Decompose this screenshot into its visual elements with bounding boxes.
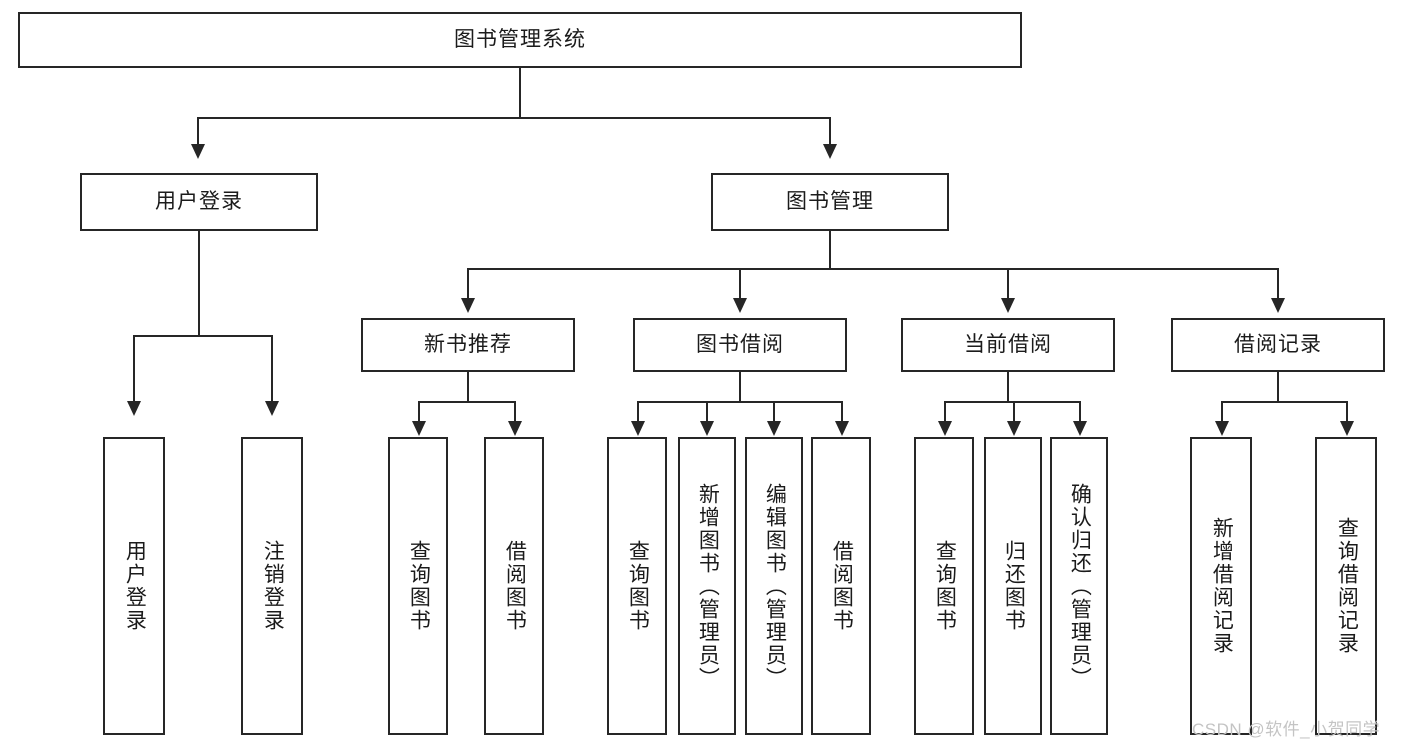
leaf-current-borrow-confirm-return-admin[interactable]: 确认归还（管理员） [1050,437,1108,735]
leaf-label: 借阅图书 [503,540,527,632]
connector-user-login-to-leaf-0 [133,335,135,403]
leaf-book-borrow-edit-book-admin[interactable]: 编辑图书（管理员） [745,437,803,735]
connector-current-borrow-bar [944,401,1079,403]
leaf-book-borrow-borrow-book[interactable]: 借阅图书 [811,437,871,735]
arrowhead-bm-to-book-borrow [733,298,747,313]
arrowhead-user-login-to-leaf-0 [127,401,141,416]
arrowhead-bm-to-new-book [461,298,475,313]
leaf-new-book-borrow-book[interactable]: 借阅图书 [484,437,544,735]
node-user-login[interactable]: 用户登录 [80,173,318,231]
leaf-label: 查询图书 [407,540,431,632]
leaf-label: 归还图书 [1002,540,1026,632]
leaf-label: 注销登录 [261,540,285,632]
leaf-new-book-query-book[interactable]: 查询图书 [388,437,448,735]
connector-bm-to-book-borrow [739,268,741,300]
leaf-label: 查询图书 [626,540,650,632]
connector-bb-to-leaf-1 [706,401,708,423]
leaf-label: 查询借阅记录 [1335,517,1359,655]
connector-book-management-bar [467,268,1279,270]
leaf-borrow-record-add-record[interactable]: 新增借阅记录 [1190,437,1252,735]
connector-br-to-leaf-0 [1221,401,1223,423]
leaf-user-login-logout[interactable]: 注销登录 [241,437,303,735]
arrowhead-user-login-to-leaf-1 [265,401,279,416]
node-label: 新书推荐 [424,333,512,357]
connector-bb-to-leaf-3 [841,401,843,423]
arrowhead-bm-to-borrow-record [1271,298,1285,313]
arrowhead-cb-to-leaf-1 [1007,421,1021,436]
node-label: 图书借阅 [696,333,784,357]
leaf-current-borrow-query-book[interactable]: 查询图书 [914,437,974,735]
arrowhead-bm-to-current-borrow [1001,298,1015,313]
connector-root-to-book-management [829,117,831,146]
arrowhead-root-to-book-management [823,144,837,159]
connector-br-to-leaf-1 [1346,401,1348,423]
leaf-label: 借阅图书 [830,540,854,632]
connector-new-book-bar [418,401,516,403]
arrowhead-bb-to-leaf-3 [835,421,849,436]
connector-cb-to-leaf-1 [1013,401,1015,423]
node-new-book-recommend[interactable]: 新书推荐 [361,318,575,372]
leaf-label: 新增图书（管理员） [696,482,720,690]
connector-nb-to-leaf-1 [514,401,516,423]
connector-bb-to-leaf-2 [773,401,775,423]
node-label: 借阅记录 [1234,333,1322,357]
arrowhead-bb-to-leaf-1 [700,421,714,436]
connector-bm-to-current-borrow [1007,268,1009,300]
arrowhead-nb-to-leaf-0 [412,421,426,436]
leaf-book-borrow-query-book[interactable]: 查询图书 [607,437,667,735]
leaf-label: 编辑图书（管理员） [763,482,787,690]
leaf-label: 确认归还（管理员） [1068,482,1092,690]
arrowhead-root-to-user-login [191,144,205,159]
leaf-book-borrow-add-book-admin[interactable]: 新增图书（管理员） [678,437,736,735]
connector-root-to-user-login [197,117,199,146]
leaf-current-borrow-return-book[interactable]: 归还图书 [984,437,1042,735]
connector-book-management-stem [829,231,831,269]
connector-new-book-stem [467,372,469,402]
connector-root-stem [519,68,521,118]
arrowhead-cb-to-leaf-2 [1073,421,1087,436]
node-book-borrow[interactable]: 图书借阅 [633,318,847,372]
leaf-label: 新增借阅记录 [1210,517,1234,655]
connector-nb-to-leaf-0 [418,401,420,423]
connector-borrow-record-bar [1221,401,1347,403]
connector-book-borrow-bar [637,401,842,403]
node-label: 当前借阅 [964,333,1052,357]
leaf-label: 查询图书 [933,540,957,632]
connector-book-borrow-stem [739,372,741,402]
node-label: 图书管理 [786,190,874,214]
leaf-user-login-login[interactable]: 用户登录 [103,437,165,735]
leaf-borrow-record-query-record[interactable]: 查询借阅记录 [1315,437,1377,735]
arrowhead-cb-to-leaf-0 [938,421,952,436]
connector-bm-to-new-book [467,268,469,300]
arrowhead-br-to-leaf-0 [1215,421,1229,436]
node-root-book-management-system[interactable]: 图书管理系统 [18,12,1022,68]
connector-cb-to-leaf-2 [1079,401,1081,423]
connector-user-login-to-leaf-1 [271,335,273,403]
watermark-csdn: CSDN @软件_小贺同学 [1192,720,1381,739]
connector-current-borrow-stem [1007,372,1009,402]
connector-cb-to-leaf-0 [944,401,946,423]
leaf-label: 用户登录 [123,540,147,632]
arrowhead-bb-to-leaf-2 [767,421,781,436]
arrowhead-nb-to-leaf-1 [508,421,522,436]
connector-user-login-bar [133,335,273,337]
node-borrow-record[interactable]: 借阅记录 [1171,318,1385,372]
arrowhead-br-to-leaf-1 [1340,421,1354,436]
connector-borrow-record-stem [1277,372,1279,402]
node-label: 用户登录 [155,190,243,214]
node-current-borrow[interactable]: 当前借阅 [901,318,1115,372]
connector-root-bar [197,117,831,119]
arrowhead-bb-to-leaf-0 [631,421,645,436]
connector-bm-to-borrow-record [1277,268,1279,300]
node-label: 图书管理系统 [454,28,586,52]
node-book-management[interactable]: 图书管理 [711,173,949,231]
connector-user-login-stem [198,231,200,336]
connector-bb-to-leaf-0 [637,401,639,423]
